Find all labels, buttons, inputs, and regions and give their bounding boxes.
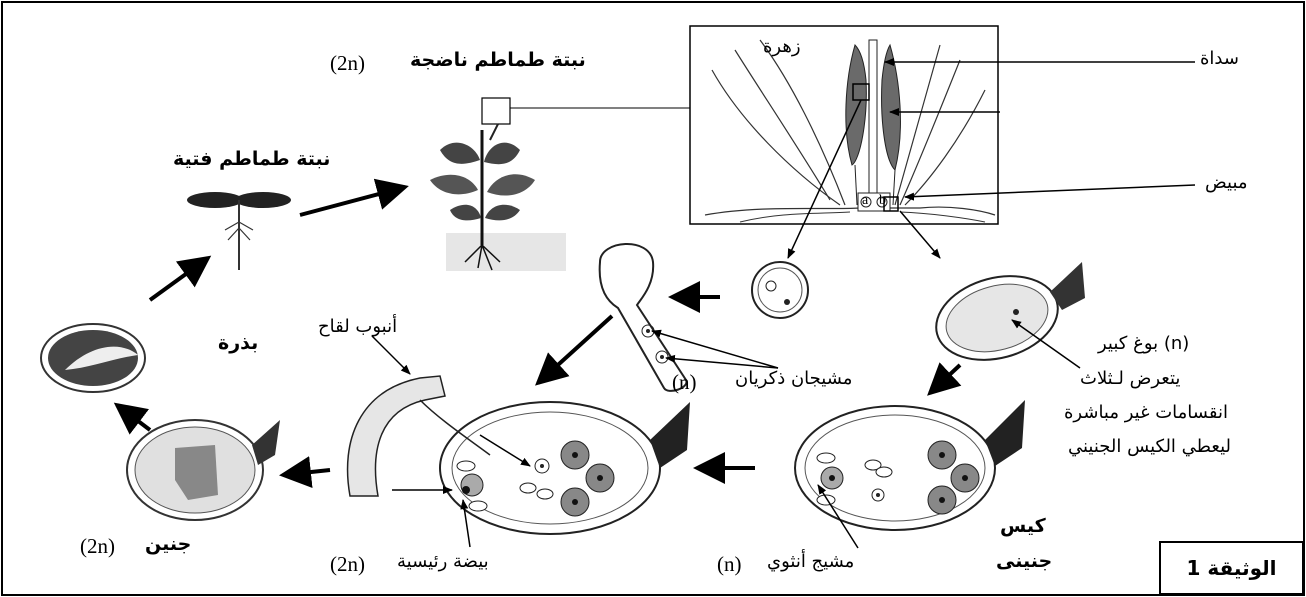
flower-part-a: a	[862, 194, 868, 208]
macrospore-ovule	[927, 262, 1085, 373]
female-gamete-ploidy: (n)	[717, 554, 742, 575]
pollen-tube-label: أنبوب لقاح	[318, 318, 397, 336]
zygote-label: بيضة رئيسية	[397, 553, 489, 571]
embryo-sac-label-line2: جنينى	[996, 552, 1052, 571]
embryo-label: جنين	[145, 535, 191, 554]
seed	[41, 324, 145, 392]
fertilization-ovule	[440, 402, 690, 534]
document-label: الوثيقة 1	[1187, 556, 1277, 580]
document-label-box: الوثيقة 1	[1159, 541, 1304, 595]
macrospore-line3: انقسامات غير مباشرة	[1064, 404, 1228, 422]
embryo-sac-right	[795, 400, 1025, 530]
male-gametophytes-label: مشيجان ذكريان	[735, 370, 852, 388]
embryo-ovule	[127, 420, 280, 520]
mature-plant	[430, 98, 690, 271]
ovary-label: مبيض	[1205, 174, 1248, 192]
flower-figure	[690, 26, 998, 224]
embryo-sac-label-line1: كيس	[1000, 517, 1046, 536]
mature-plant-label: نبتة طماطم ناضجة	[410, 51, 586, 70]
macrospore-line1: بوغ كبير (n)	[1098, 335, 1189, 353]
macrospore-line4: ليعطي الكيس الجنيني	[1068, 438, 1231, 456]
flower-label: زهرة	[763, 38, 801, 56]
young-plant-label: نبتة طماطم فتية	[173, 150, 330, 169]
seed-label: بذرة	[218, 334, 258, 353]
zygote-ploidy: (2n)	[330, 554, 365, 575]
stamen-label: سداة	[1200, 50, 1239, 68]
embryo-ploidy: (2n)	[80, 536, 115, 557]
flower-part-b: b	[879, 194, 886, 208]
female-gamete-label: مشيج أنثوي	[767, 553, 854, 571]
macrospore-line2: يتعرض لـثلاث	[1080, 370, 1180, 388]
pollen-tube	[348, 376, 445, 496]
mature-plant-ploidy: (2n)	[330, 53, 365, 74]
young-plant	[187, 192, 291, 270]
male-gametophytes-ploidy: (n)	[672, 372, 697, 393]
pollen-grain	[752, 262, 808, 318]
